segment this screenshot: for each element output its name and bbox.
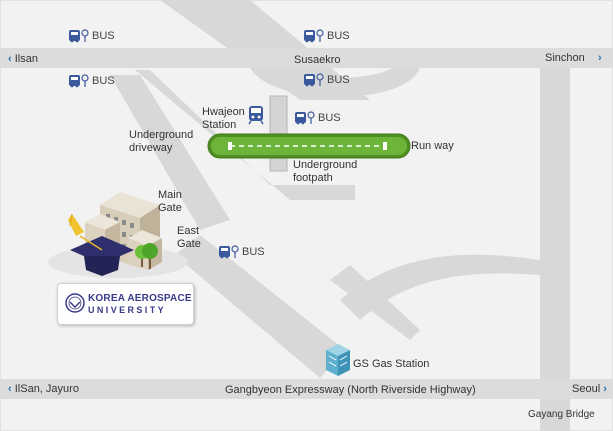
label-gayang-bridge: Gayang Bridge <box>528 409 595 420</box>
direction-ilsan-top: ‹ Ilsan <box>8 53 38 66</box>
gas-station-building-icon <box>326 344 350 376</box>
bus-icon <box>69 29 89 43</box>
label-east-gate: East Gate <box>177 225 201 250</box>
expressway-road <box>0 379 613 399</box>
university-logo-emblem <box>65 293 85 313</box>
direction-sinchon: Sinchon <box>545 52 585 65</box>
chevron-right-icon: › <box>598 52 602 64</box>
bus-label: BUS <box>92 75 115 87</box>
university-name-line2: UNIVERSITY <box>88 305 167 315</box>
university-name-line1: KOREA AEROSPACE <box>88 293 192 304</box>
chevron-right-icon: › <box>603 383 607 395</box>
direction-label: Seoul <box>572 383 601 395</box>
runway <box>207 133 411 159</box>
bus-icon <box>295 111 315 125</box>
label-runway: Run way <box>411 140 454 152</box>
direction-label: Ilsan <box>14 53 38 65</box>
bus-icon <box>304 29 324 43</box>
bus-label: BUS <box>318 112 341 124</box>
driveway-diagonal-road <box>105 70 355 200</box>
bus-label: BUS <box>242 246 265 258</box>
label-underground-driveway: Underground driveway <box>129 129 194 154</box>
label-underground-footpath: Underground footpath <box>293 159 358 184</box>
bus-icon <box>304 73 324 87</box>
gate-to-south-road <box>175 235 345 378</box>
bus-label: BUS <box>327 74 350 86</box>
bus-stop: BUS <box>295 111 341 125</box>
bus-stop: BUS <box>69 29 115 43</box>
university-illustration <box>48 192 188 278</box>
road-name-expressway: Gangbyeon Expressway (North Riverside Hi… <box>225 384 476 396</box>
label-hwajeon-station: Hwajeon Station <box>202 106 245 131</box>
east-vertical-road <box>540 62 570 431</box>
bus-stop: BUS <box>304 73 350 87</box>
road-name-susaekro: Susaekro <box>294 54 341 66</box>
label-gs-gas-station: GS Gas Station <box>353 358 430 370</box>
bus-stop: BUS <box>69 74 115 88</box>
label-main-gate: Main Gate <box>158 189 182 214</box>
roundabout-road <box>248 58 421 97</box>
southeast-curve-road <box>340 254 540 320</box>
susaekro-road <box>0 48 613 68</box>
direction-ilsan-jayuro: ‹ IlSan, Jayuro <box>8 383 79 396</box>
bus-icon <box>69 74 89 88</box>
bus-stop: BUS <box>304 29 350 43</box>
direction-label: Sinchon <box>545 52 585 64</box>
bus-icon <box>219 245 239 259</box>
bus-label: BUS <box>92 30 115 42</box>
chevron-left-icon: ‹ <box>8 383 12 395</box>
bus-label: BUS <box>327 30 350 42</box>
chevron-left-icon: ‹ <box>8 53 12 65</box>
subway-station-icon <box>248 106 264 125</box>
direction-label: IlSan, Jayuro <box>14 383 79 395</box>
direction-seoul: Seoul › <box>572 383 607 396</box>
bus-stop: BUS <box>219 245 265 259</box>
left-diagonal-road <box>110 75 230 230</box>
